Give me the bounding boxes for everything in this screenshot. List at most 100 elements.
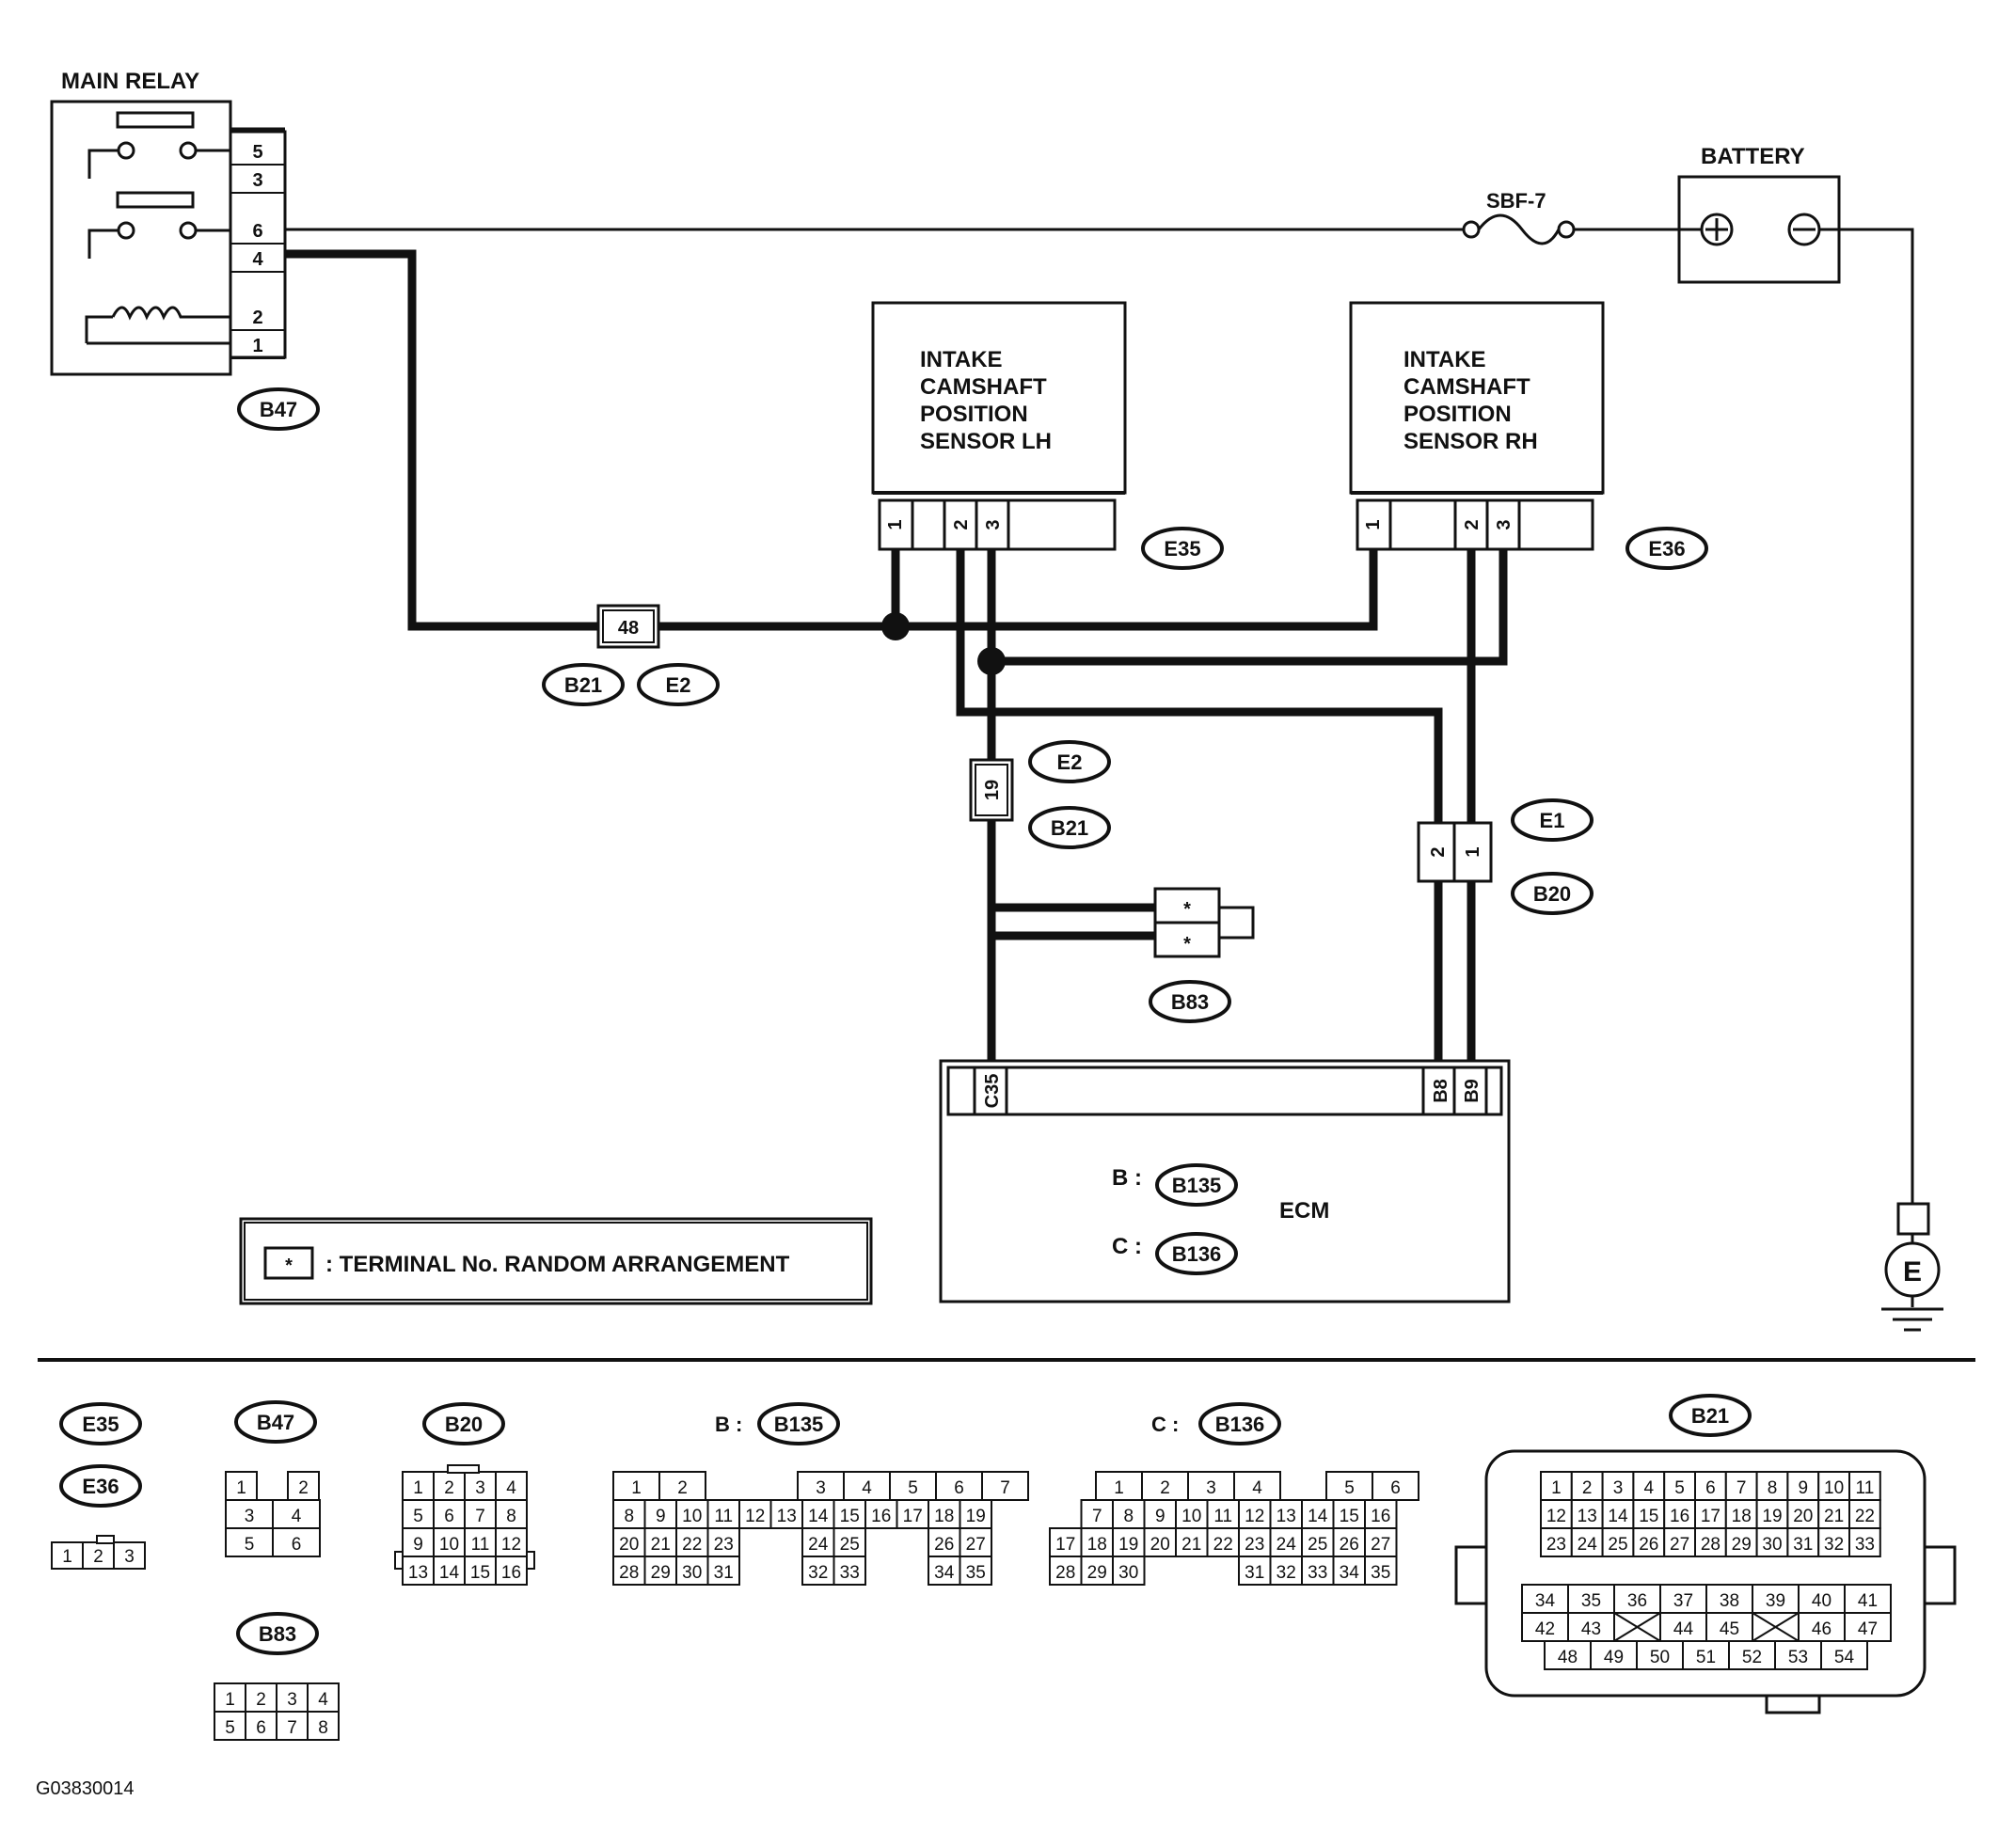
pin-cell xyxy=(928,1499,961,1529)
pin-number: 19 xyxy=(1118,1535,1138,1555)
tag-b83 xyxy=(1149,980,1231,1023)
pin-number: 1 xyxy=(225,1690,235,1710)
pin-number: 2 xyxy=(677,1478,688,1498)
sensor-rh-label: CAMSHAFT xyxy=(1403,374,1530,400)
tag-e2-label: E2 xyxy=(1057,750,1083,774)
pin-number: 18 xyxy=(1732,1507,1752,1526)
sensor-lh-body xyxy=(871,301,1127,495)
prefix-c: C : xyxy=(1151,1413,1179,1436)
pin-cell xyxy=(113,1541,146,1570)
sensor-lh-label: SENSOR LH xyxy=(920,429,1052,454)
pin-number: 12 xyxy=(1245,1507,1264,1526)
tag-b21-label: B21 xyxy=(564,673,602,697)
pin-number: 45 xyxy=(1720,1619,1739,1639)
pin-number: 25 xyxy=(1608,1535,1627,1555)
sensor-pin-label: 1 xyxy=(885,519,906,529)
pin-cell xyxy=(612,1556,646,1586)
pin-number: 17 xyxy=(903,1507,923,1526)
pin-number: 47 xyxy=(1858,1619,1878,1639)
sensor-pin-label: 2 xyxy=(1462,519,1483,529)
tag-b21 xyxy=(1028,806,1111,849)
pin-number: 16 xyxy=(1670,1507,1689,1526)
pin-number: 4 xyxy=(506,1478,516,1498)
pin-cell xyxy=(1682,1640,1730,1670)
pin-number: 4 xyxy=(1644,1478,1655,1498)
pin-number: 1 xyxy=(62,1547,72,1567)
pin-cell xyxy=(307,1711,340,1741)
tag-b21 xyxy=(1669,1394,1752,1437)
svg-text:*: * xyxy=(1183,934,1191,955)
tag-b136 xyxy=(1198,1402,1281,1445)
pin-number: 5 xyxy=(413,1507,423,1526)
pin-number: 19 xyxy=(966,1507,986,1526)
pin-number: 11 xyxy=(1213,1507,1232,1526)
pin-number: 37 xyxy=(1673,1591,1693,1611)
pin-number: 35 xyxy=(1371,1563,1390,1583)
pin-number: 6 xyxy=(1705,1478,1716,1498)
pin-cell xyxy=(797,1471,845,1501)
pin-number: 34 xyxy=(934,1563,955,1583)
pin-number: 13 xyxy=(1276,1507,1296,1526)
pin-number: 27 xyxy=(966,1535,986,1555)
tag-e36-label: E36 xyxy=(82,1475,119,1498)
pin-number: 5 xyxy=(908,1478,918,1498)
pin-number: 24 xyxy=(1276,1535,1297,1555)
legend: * : TERMINAL No. RANDOM ARRANGEMENT xyxy=(239,1217,873,1305)
tag-e35-label: E35 xyxy=(1164,537,1200,561)
pin-number: 27 xyxy=(1371,1535,1390,1555)
pin-cell xyxy=(959,1556,992,1586)
sensor-rh-label: SENSOR RH xyxy=(1403,429,1538,454)
pin-cell xyxy=(706,1556,740,1586)
pin-number: 20 xyxy=(1793,1507,1813,1526)
connector-b20: 2 1 xyxy=(1417,821,1493,883)
pin-number: 8 xyxy=(624,1507,634,1526)
pin-number: 26 xyxy=(934,1535,954,1555)
pin-number: 11 xyxy=(1856,1478,1875,1498)
pin-number: 17 xyxy=(1055,1535,1075,1555)
pin-number: 10 xyxy=(682,1507,702,1526)
pin-number: 22 xyxy=(1855,1507,1875,1526)
tag-b136-label: B136 xyxy=(1215,1413,1265,1436)
svg-text:*: * xyxy=(285,1256,293,1276)
pin-cell xyxy=(1798,1612,1846,1642)
pin-number: 16 xyxy=(501,1563,521,1583)
pin-number: 10 xyxy=(1181,1507,1201,1526)
pin-cell xyxy=(1175,1527,1209,1557)
pin-cell xyxy=(1848,1527,1881,1557)
tag-e2 xyxy=(1028,740,1111,783)
pin-cell xyxy=(51,1541,84,1570)
pin-cell xyxy=(706,1527,740,1557)
pin-number: 25 xyxy=(840,1535,860,1555)
tag-e35 xyxy=(59,1402,142,1445)
ecm-pin-c35: C35 xyxy=(982,1074,1003,1109)
pin-number: 33 xyxy=(1855,1535,1875,1555)
relay-pin-label: 1 xyxy=(252,336,262,356)
main-relay: MAIN RELAY xyxy=(50,69,287,376)
figure-id: G03830014 xyxy=(36,1778,135,1799)
pin-number: 9 xyxy=(413,1535,423,1555)
pin-number: 36 xyxy=(1627,1591,1647,1611)
pin-cell xyxy=(1570,1527,1604,1557)
connector-b83: * * xyxy=(1153,887,1255,958)
pin-cell xyxy=(1049,1527,1083,1557)
sensor-pin-label: 3 xyxy=(983,519,1004,529)
pin-cell xyxy=(433,1499,466,1529)
tag-b20 xyxy=(422,1402,505,1445)
tag-e2-label: E2 xyxy=(666,673,691,697)
tag-b20-label: B20 xyxy=(1533,882,1571,906)
pin-number: 8 xyxy=(1768,1478,1778,1498)
pin-cell xyxy=(287,1471,320,1501)
pin-cell xyxy=(801,1499,835,1529)
pin-cell xyxy=(1540,1527,1573,1557)
pin-number: 23 xyxy=(1546,1535,1566,1555)
sensor-lh-connector xyxy=(878,498,1117,551)
pin-cell xyxy=(612,1471,660,1501)
pin-cell xyxy=(307,1682,340,1713)
pin-cell xyxy=(706,1499,740,1529)
pin-number: 32 xyxy=(808,1563,828,1583)
pin-number: 38 xyxy=(1720,1591,1739,1611)
pin-number: 3 xyxy=(816,1478,826,1498)
